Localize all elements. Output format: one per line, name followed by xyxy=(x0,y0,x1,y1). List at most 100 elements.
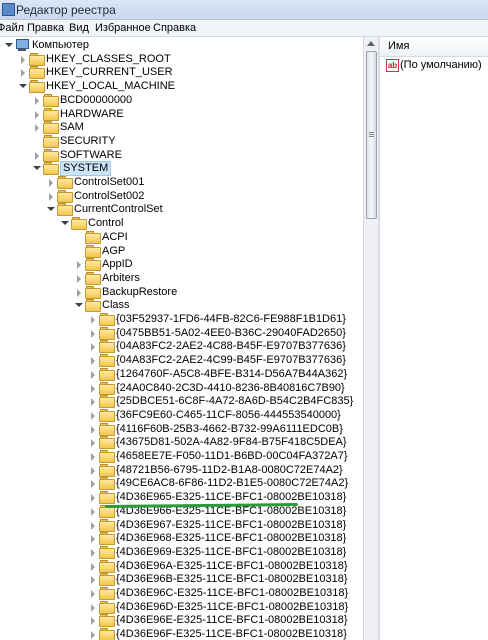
tree-item-label: SOFTWARE xyxy=(60,148,122,161)
tree-item[interactable]: {1264760F-A5C8-4BFE-B314-D56A7B44A362} xyxy=(89,367,360,382)
tree-item[interactable]: {0475BB51-5A02-4EE0-B36C-29040FAD2650} xyxy=(89,326,360,341)
expand-arrow-icon[interactable] xyxy=(91,439,95,448)
expand-arrow-icon[interactable] xyxy=(91,521,95,530)
tree-item[interactable]: {25DBCE51-6C8F-4A72-8A6D-B54C2B4FC835} xyxy=(89,394,360,409)
tree-item[interactable]: {4D36E965-E325-11CE-BFC1-08002BE10318} xyxy=(89,490,360,505)
tree-item[interactable]: {4D36E96D-E325-11CE-BFC1-08002BE10318} xyxy=(89,600,360,615)
column-header-name[interactable]: Имя xyxy=(380,37,488,57)
tree-item[interactable]: HKEY_CLASSES_ROOT xyxy=(19,52,360,67)
expand-arrow-icon[interactable] xyxy=(77,261,81,270)
collapse-arrow-icon[interactable] xyxy=(47,207,55,212)
tree-item-label: {04A83FC2-2AE2-4C99-B45F-E9707B377636} xyxy=(116,354,346,367)
tree-item[interactable]: {4D36E96C-E325-11CE-BFC1-08002BE10318} xyxy=(89,586,360,601)
expand-arrow-icon[interactable] xyxy=(21,55,25,64)
tree-item[interactable]: {4D36E96A-E325-11CE-BFC1-08002BE10318} xyxy=(89,559,360,574)
expand-arrow-icon[interactable] xyxy=(91,316,95,324)
expand-arrow-icon[interactable] xyxy=(91,357,95,366)
expand-arrow-icon[interactable] xyxy=(49,179,53,187)
tree-item[interactable]: {48721B56-6795-11D2-B1A8-0080C72E74A2} xyxy=(89,463,360,478)
menu-help[interactable]: Справка xyxy=(153,22,197,34)
expand-arrow-icon[interactable] xyxy=(91,603,95,612)
expand-arrow-icon[interactable] xyxy=(91,370,95,379)
tree-item[interactable]: Arbiters xyxy=(75,271,360,286)
tree-item[interactable]: HKEY_LOCAL_MACHINE xyxy=(19,79,360,94)
tree-item[interactable]: {04A83FC2-2AE2-4C99-B45F-E9707B377636} xyxy=(89,353,360,368)
title-bar[interactable]: Редактор реестра xyxy=(0,0,488,20)
tree-item[interactable]: {4D36E969-E325-11CE-BFC1-08002BE10318} xyxy=(89,545,360,560)
expand-arrow-icon[interactable] xyxy=(91,548,95,557)
scroll-up-arrow-icon[interactable] xyxy=(367,41,375,46)
tree-item[interactable]: Class xyxy=(75,298,360,313)
tree-item[interactable]: {49CE6AC8-6F86-11D2-B1E5-0080C72E74A2} xyxy=(89,476,360,491)
expand-arrow-icon[interactable] xyxy=(91,453,95,461)
expand-arrow-icon[interactable] xyxy=(91,535,95,544)
tree-item[interactable]: BCD00000000 xyxy=(33,93,360,108)
tree-item[interactable]: Control xyxy=(61,216,360,231)
collapse-arrow-icon[interactable] xyxy=(33,166,41,171)
tree-scrollbar[interactable] xyxy=(363,37,378,640)
tree-item[interactable]: {03F52937-1FD6-44FB-82C6-FE988F1B1D61} xyxy=(89,312,360,327)
expand-arrow-icon[interactable] xyxy=(35,110,39,119)
tree-item[interactable]: {4D36E96E-E325-11CE-BFC1-08002BE10318} xyxy=(89,613,360,628)
expand-arrow-icon[interactable] xyxy=(21,69,25,78)
expand-arrow-icon[interactable] xyxy=(91,494,95,503)
expand-arrow-icon[interactable] xyxy=(91,617,95,626)
value-row[interactable]: ab (По умолчанию) xyxy=(384,57,488,73)
expand-arrow-icon[interactable] xyxy=(91,411,95,420)
tree-item[interactable]: {4658EE7E-F050-11D1-B6BD-00C04FA372A7} xyxy=(89,449,360,464)
tree-item[interactable]: {4D36E96F-E325-11CE-BFC1-08002BE10318} xyxy=(89,627,360,640)
expand-arrow-icon[interactable] xyxy=(77,274,81,283)
expand-arrow-icon[interactable] xyxy=(91,466,95,475)
scroll-thumb[interactable] xyxy=(366,51,377,219)
tree-item[interactable]: SAM xyxy=(33,120,360,135)
expand-arrow-icon[interactable] xyxy=(91,329,95,338)
tree-item[interactable]: {04A83FC2-2AE2-4C88-B45F-E9707B377636} xyxy=(89,339,360,354)
collapse-arrow-icon[interactable] xyxy=(5,43,13,47)
tree-item[interactable]: {4D36E968-E325-11CE-BFC1-08002BE10318} xyxy=(89,531,360,546)
expand-arrow-icon[interactable] xyxy=(49,192,53,201)
expand-arrow-icon[interactable] xyxy=(91,507,95,516)
tree-item[interactable]: ControlSet001 xyxy=(47,175,360,190)
menu-edit[interactable]: Правка xyxy=(27,22,65,34)
expand-arrow-icon[interactable] xyxy=(91,590,95,598)
tree-item[interactable]: BackupRestore xyxy=(75,285,360,300)
tree-item[interactable]: {43675D81-502A-4A82-9F84-B75F418C5DEA} xyxy=(89,435,360,450)
tree-item[interactable]: AGP xyxy=(75,244,360,259)
pane-splitter[interactable] xyxy=(378,37,380,640)
expand-arrow-icon[interactable] xyxy=(91,562,95,571)
tree-item[interactable]: ControlSet002 xyxy=(47,189,360,204)
tree-item[interactable]: SECURITY xyxy=(33,134,360,149)
expand-arrow-icon[interactable] xyxy=(91,384,95,393)
expand-arrow-icon[interactable] xyxy=(91,398,95,407)
expand-arrow-icon[interactable] xyxy=(77,288,81,297)
expand-arrow-icon[interactable] xyxy=(35,151,39,160)
tree-item[interactable]: {24A0C840-2C3D-4410-8236-8B40816C7B90} xyxy=(89,381,360,396)
tree-item[interactable]: AppID xyxy=(75,257,360,272)
tree-item[interactable]: {4116F60B-25B3-4662-B732-99A6111EDC0B} xyxy=(89,422,360,437)
expand-arrow-icon[interactable] xyxy=(91,343,95,352)
tree-item[interactable]: {4D36E96B-E325-11CE-BFC1-08002BE10318} xyxy=(89,572,360,587)
menu-file[interactable]: Файл xyxy=(0,22,25,34)
folder-icon xyxy=(99,436,115,450)
expand-arrow-icon[interactable] xyxy=(35,124,39,133)
collapse-arrow-icon[interactable] xyxy=(19,84,27,89)
expand-arrow-icon[interactable] xyxy=(91,425,95,434)
tree-item[interactable]: HARDWARE xyxy=(33,107,360,122)
expand-arrow-icon[interactable] xyxy=(35,96,39,105)
tree-item[interactable]: HKEY_CURRENT_USER xyxy=(19,65,360,80)
menu-view[interactable]: Вид xyxy=(69,22,89,34)
menu-favorites[interactable]: Избранное xyxy=(95,22,151,34)
expand-arrow-icon[interactable] xyxy=(91,631,95,640)
collapse-arrow-icon[interactable] xyxy=(61,221,69,226)
expand-arrow-icon[interactable] xyxy=(91,576,95,585)
tree-item[interactable]: {4D36E967-E325-11CE-BFC1-08002BE10318} xyxy=(89,518,360,533)
expand-arrow-icon[interactable] xyxy=(91,480,95,489)
collapse-arrow-icon[interactable] xyxy=(75,303,83,308)
tree-item[interactable]: Компьютер xyxy=(5,38,360,53)
tree-item[interactable]: ACPI xyxy=(75,230,360,245)
tree-item[interactable]: SOFTWARE xyxy=(33,148,360,163)
tree-item[interactable]: SYSTEM xyxy=(33,161,360,177)
tree-item[interactable]: CurrentControlSet xyxy=(47,202,360,217)
tree-item[interactable]: {36FC9E60-C465-11CF-8056-444553540000} xyxy=(89,408,360,423)
